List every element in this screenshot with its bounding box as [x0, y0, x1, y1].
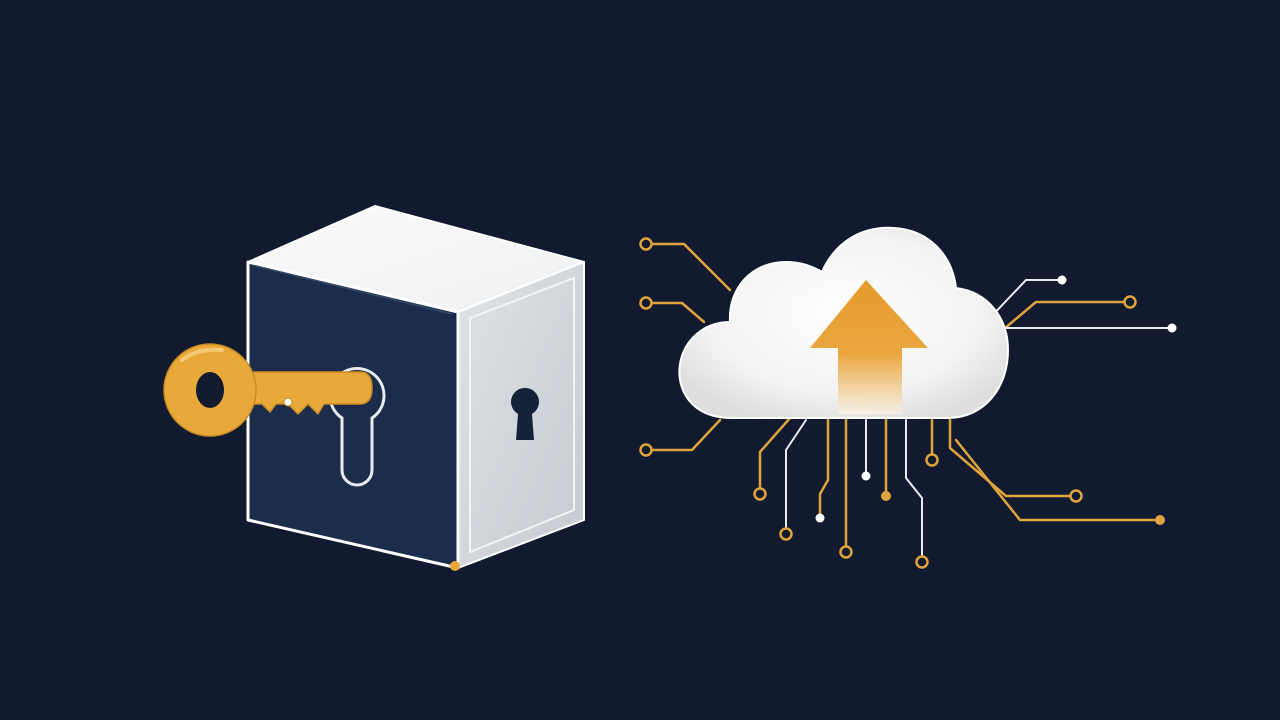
safe-corner-dot: [450, 561, 460, 571]
safe-front-edge: [255, 265, 453, 315]
key-pin-dot: [283, 397, 293, 407]
key-bow-hole: [196, 372, 224, 408]
side-keyhole-icon: [511, 387, 539, 440]
cloud-upload-icon: [678, 226, 1010, 419]
key-highlight: [180, 347, 224, 362]
locked-safe-icon: [246, 205, 585, 571]
circuit-traces-icon: [639, 237, 1177, 569]
upload-arrow-icon: [810, 280, 928, 414]
safe-side-panel: [469, 276, 575, 554]
key-icon: [163, 343, 373, 437]
